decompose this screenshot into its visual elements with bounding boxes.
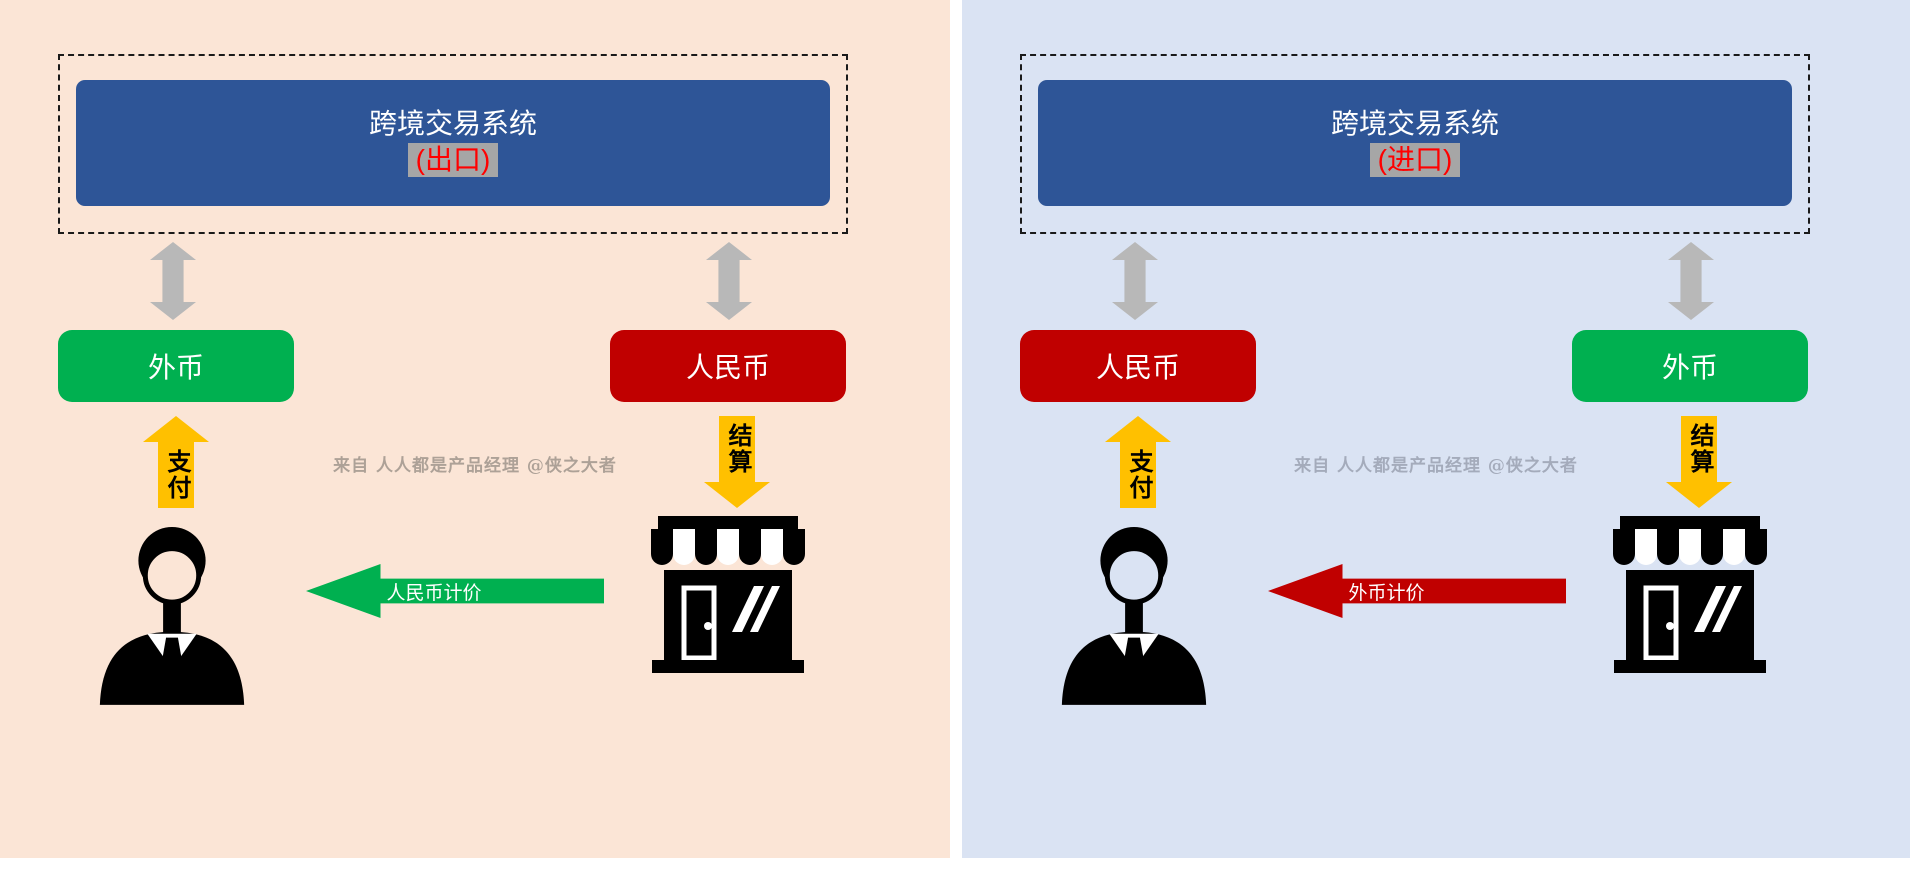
double-arrow-icon [1668, 242, 1714, 320]
merchant-store-icon [1613, 516, 1767, 673]
settle-label: 结算 [1686, 423, 1713, 475]
settle-label: 结算 [724, 423, 751, 475]
pricing-flow-arrow: 人民币计价 [306, 564, 604, 618]
arrowhead-up-icon [1105, 416, 1171, 442]
settle-arrow-shaft: 结算 [1681, 416, 1717, 482]
system-dashed-border [58, 54, 848, 234]
arrowhead-up-icon [143, 416, 209, 442]
buyer-person-icon [99, 526, 245, 705]
system-subtitle: (出口) [407, 142, 499, 177]
arrowhead-down-icon [704, 482, 770, 508]
system-title: 跨境交易系统 [368, 108, 537, 139]
pay-up-arrow: 支付 [143, 416, 209, 508]
double-arrow-icon [1112, 242, 1158, 320]
double-arrow-icon [150, 242, 196, 320]
pay-label: 支付 [1125, 449, 1152, 501]
currency-box-foreign: 外币 [58, 330, 294, 402]
currency-box-foreign: 外币 [1572, 330, 1808, 402]
pay-arrow-shaft: 支付 [1120, 442, 1156, 508]
system-title: 跨境交易系统 [1330, 108, 1499, 139]
arrowhead-down-icon [1666, 482, 1732, 508]
pricing-label: 外币计价 [1348, 582, 1425, 604]
system-subtitle: (进口) [1369, 142, 1461, 177]
pay-up-arrow: 支付 [1105, 416, 1171, 508]
pay-arrow-shaft: 支付 [158, 442, 194, 508]
buyer-person-icon [1061, 526, 1207, 705]
double-arrow-icon [706, 242, 752, 320]
settle-down-arrow: 结算 [704, 416, 770, 508]
pricing-label: 人民币计价 [386, 582, 482, 604]
settle-arrow-shaft: 结算 [719, 416, 755, 482]
currency-box-rmb: 人民币 [1020, 330, 1256, 402]
system-box: 跨境交易系统 (出口) [76, 80, 830, 206]
settle-down-arrow: 结算 [1666, 416, 1732, 508]
export-panel: 跨境交易系统 (出口) 外币 人民币 支付 结算 来自 人人都是产品经理 @侠之… [0, 0, 950, 858]
watermark-text: 来自 人人都是产品经理 @侠之大者 [333, 456, 617, 476]
pay-label: 支付 [163, 449, 190, 501]
system-box: 跨境交易系统 (进口) [1038, 80, 1792, 206]
merchant-store-icon [651, 516, 805, 673]
pricing-flow-arrow: 外币计价 [1268, 564, 1566, 618]
system-dashed-border [1020, 54, 1810, 234]
currency-box-rmb: 人民币 [610, 330, 846, 402]
import-panel: 跨境交易系统 (进口) 人民币 外币 支付 结算 来自 人人都是产品经理 @侠之… [962, 0, 1910, 858]
watermark-text: 来自 人人都是产品经理 @侠之大者 [1294, 456, 1578, 476]
